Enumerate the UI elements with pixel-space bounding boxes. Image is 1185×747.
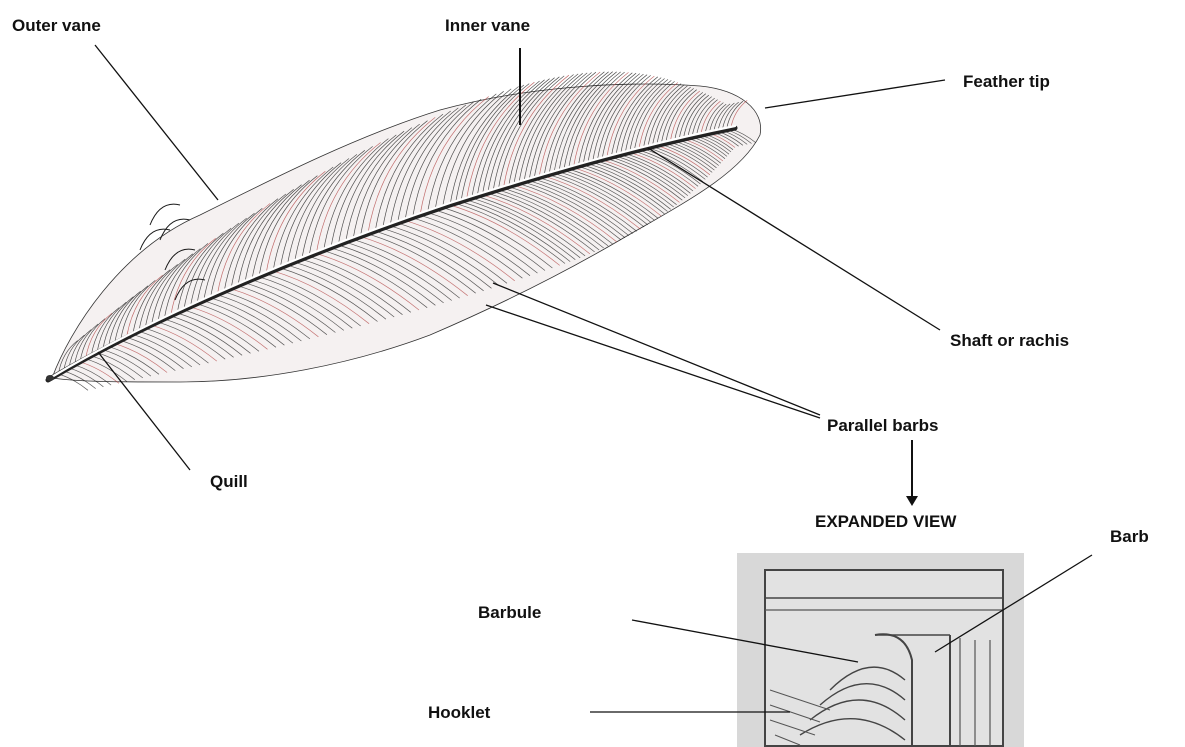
- feather-tip-label: Feather tip: [963, 72, 1050, 92]
- hooklet-label: Hooklet: [428, 703, 490, 723]
- barb-label: Barb: [1110, 527, 1149, 547]
- parallel-barbs-label: Parallel barbs: [827, 416, 939, 436]
- loose-barb: [150, 204, 180, 225]
- shaft-leader: [648, 148, 940, 330]
- expanded-view-image: [737, 553, 1024, 747]
- expanded-arrow-head: [906, 496, 918, 506]
- feather-vane: [52, 84, 761, 382]
- shaft-label: Shaft or rachis: [950, 331, 1069, 351]
- parallel-barbs-leader-1: [493, 283, 820, 415]
- outer-vane-leader: [95, 45, 218, 200]
- outer-vane-label: Outer vane: [12, 16, 101, 36]
- barbule-label: Barbule: [478, 603, 541, 623]
- parallel-barbs-leader-2: [486, 305, 820, 418]
- inner-vane-label: Inner vane: [445, 16, 530, 36]
- quill-label: Quill: [210, 472, 248, 492]
- quill-tip: [46, 375, 54, 381]
- expanded-view-label: EXPANDED VIEW: [815, 512, 956, 532]
- feather-tip-leader: [765, 80, 945, 108]
